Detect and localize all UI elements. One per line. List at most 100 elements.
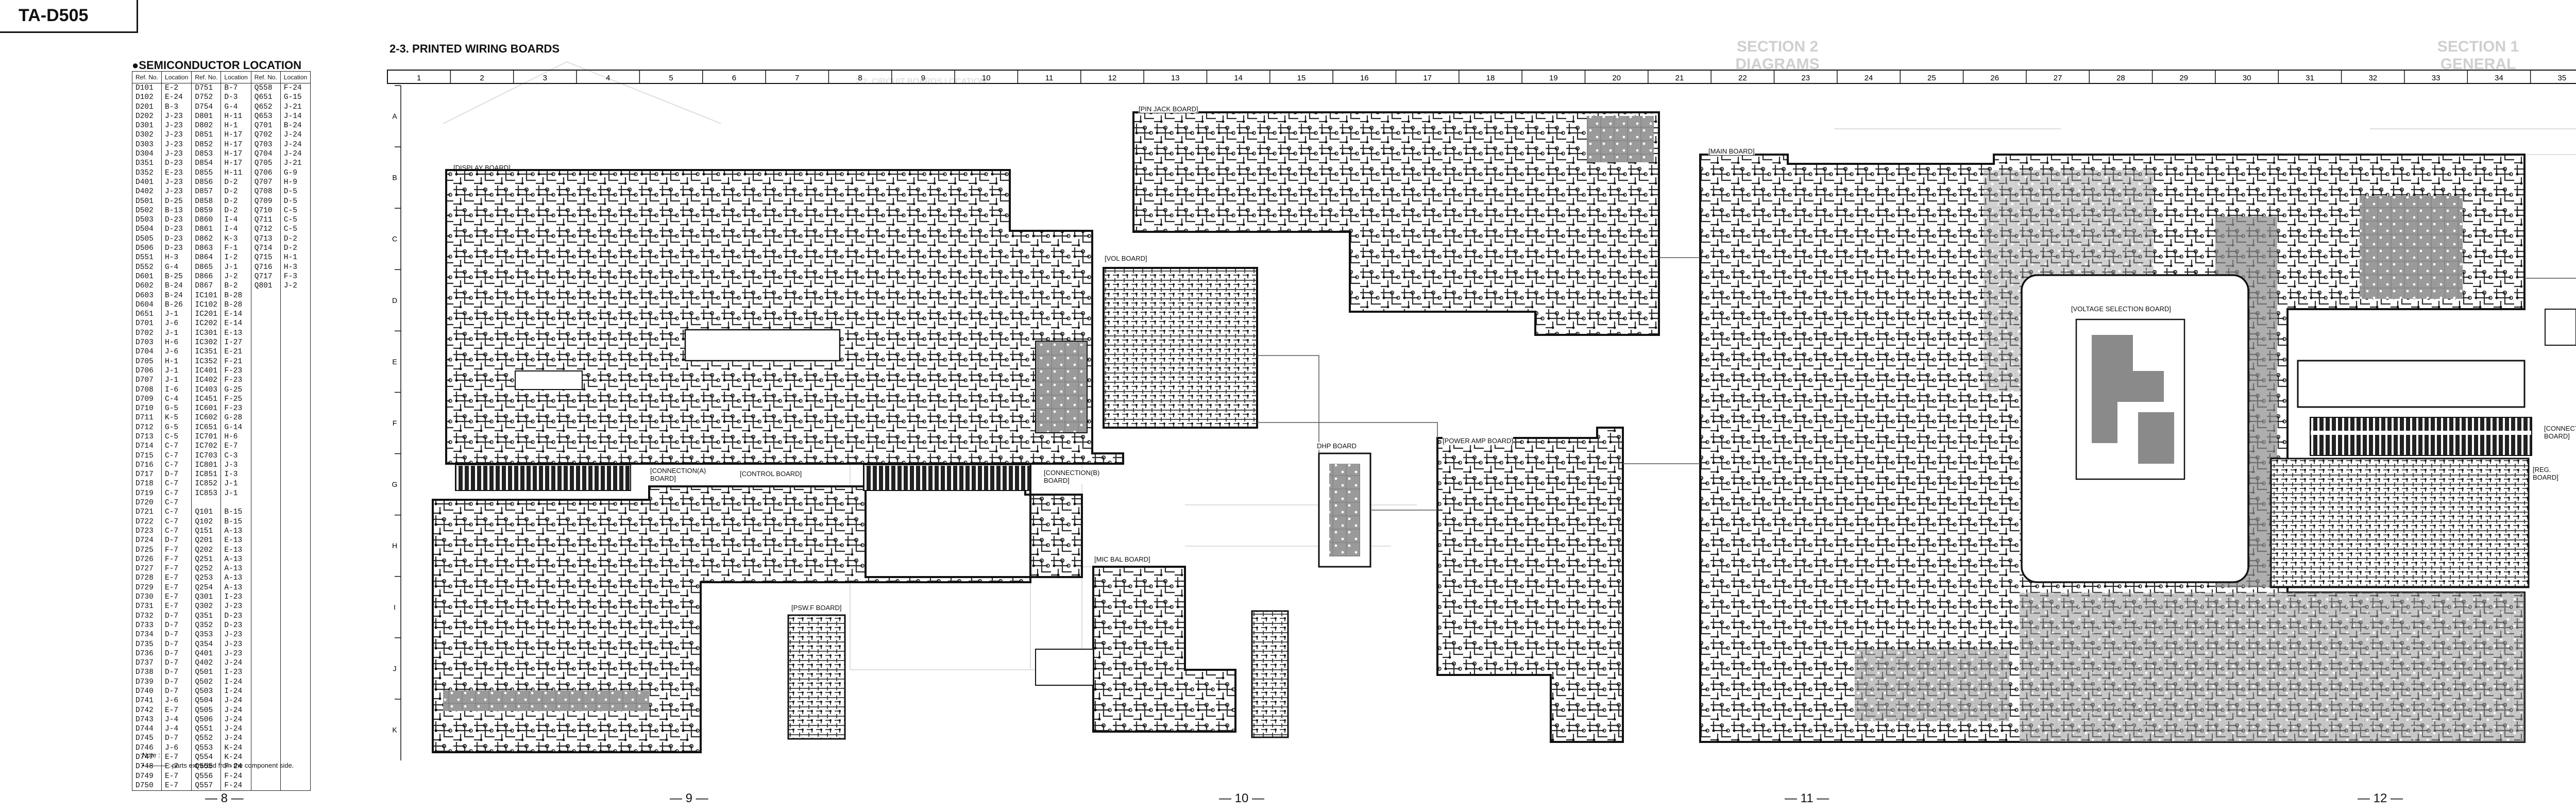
table-cell [280,602,311,612]
table-cell: C-7 [161,460,192,470]
table-cell: IC301 [191,328,222,339]
table-cell: D202 [132,111,162,122]
table-cell: D737 [132,658,162,668]
table-cell: D351 [132,159,162,168]
column-label: 22 [1738,74,1747,82]
table-cell: D552 [132,262,162,272]
table-cell: Q711 [251,215,281,225]
table-cell [251,404,281,414]
table-cell: K-3 [221,234,251,244]
table-cell: J-23 [161,140,192,150]
table-cell: H-1 [221,121,251,131]
table-cell: F-24 [221,781,251,791]
table-cell [280,536,311,546]
table-cell: D857 [191,187,222,197]
table-cell: J-1 [161,328,192,339]
row-label: E [392,358,397,366]
table-cell: D730 [132,593,162,602]
table-cell: D503 [132,215,162,225]
row-label: G [392,480,398,488]
table-cell [280,564,311,574]
table-cell [280,376,311,385]
table-cell [251,602,281,612]
table-cell [280,705,311,715]
table-cell: D719 [132,488,162,499]
column-label: 7 [795,74,799,82]
table-cell: E-14 [221,310,251,319]
table-cell: C-5 [280,206,311,216]
table-cell [251,743,281,753]
table-cell [251,677,281,687]
dhp-board [1318,452,1371,568]
table-cell [280,611,311,621]
table-cell: D-2 [221,206,251,216]
column-label: 14 [1234,74,1243,82]
table-cell: D754 [191,102,222,112]
table-cell [280,385,311,395]
table-cell: D604 [132,300,162,310]
table-cell: J-1 [161,366,192,376]
table-cell: IC403 [191,385,222,395]
table-cell [251,442,281,451]
table-cell: D858 [191,196,222,206]
table-cell: D551 [132,253,162,263]
table-cell: G-15 [280,93,311,103]
table-cell: IC201 [191,310,222,319]
table-cell: H-6 [161,338,192,348]
table-cell: D-5 [280,187,311,197]
table-cell: E-23 [161,168,192,178]
table-cell: J-23 [161,121,192,131]
table-cell: H-17 [221,140,251,150]
table-cell [280,724,311,734]
table-cell: G-9 [280,168,311,178]
table-cell [280,310,311,319]
table-cell: D-2 [280,234,311,244]
transformer-area [2270,309,2576,588]
table-cell: H-3 [161,253,192,263]
page-number-10: — 10 — [1219,791,1265,805]
table-cell: J-24 [221,658,251,668]
table-cell [280,554,311,565]
table-cell [280,291,311,300]
table-cell: Q709 [251,196,281,206]
table-cell: E-13 [221,545,251,555]
table-cell: E-7 [161,705,192,715]
table-cell [280,687,311,697]
table-cell: J-24 [221,705,251,715]
table-cell: B-13 [161,206,192,216]
table-cell: D713 [132,432,162,442]
section-title: 2-3. PRINTED WIRING BOARDS [389,42,560,55]
table-cell: E-14 [221,319,251,329]
table-cell: D-7 [161,630,192,640]
table-cell: Q253 [191,573,222,583]
table-cell: D855 [191,168,222,178]
table-cell: D748 [132,762,162,772]
table-cell [251,451,281,461]
table-cell: Q353 [191,630,222,640]
table-cell: D740 [132,687,162,697]
table-cell: IC853 [191,488,222,499]
table-cell: IC701 [191,432,222,442]
table-cell: D-2 [280,244,311,253]
column-label: 6 [732,74,736,82]
table-header: Location [161,71,192,83]
table-cell: D751 [191,83,222,93]
table-cell [280,677,311,687]
column-label: 23 [1801,74,1810,82]
table-cell: D601 [132,272,162,282]
table-cell: A-13 [221,564,251,574]
table-cell [280,498,311,508]
mic-bal-board [1035,566,1289,738]
column-label: 15 [1297,74,1306,82]
